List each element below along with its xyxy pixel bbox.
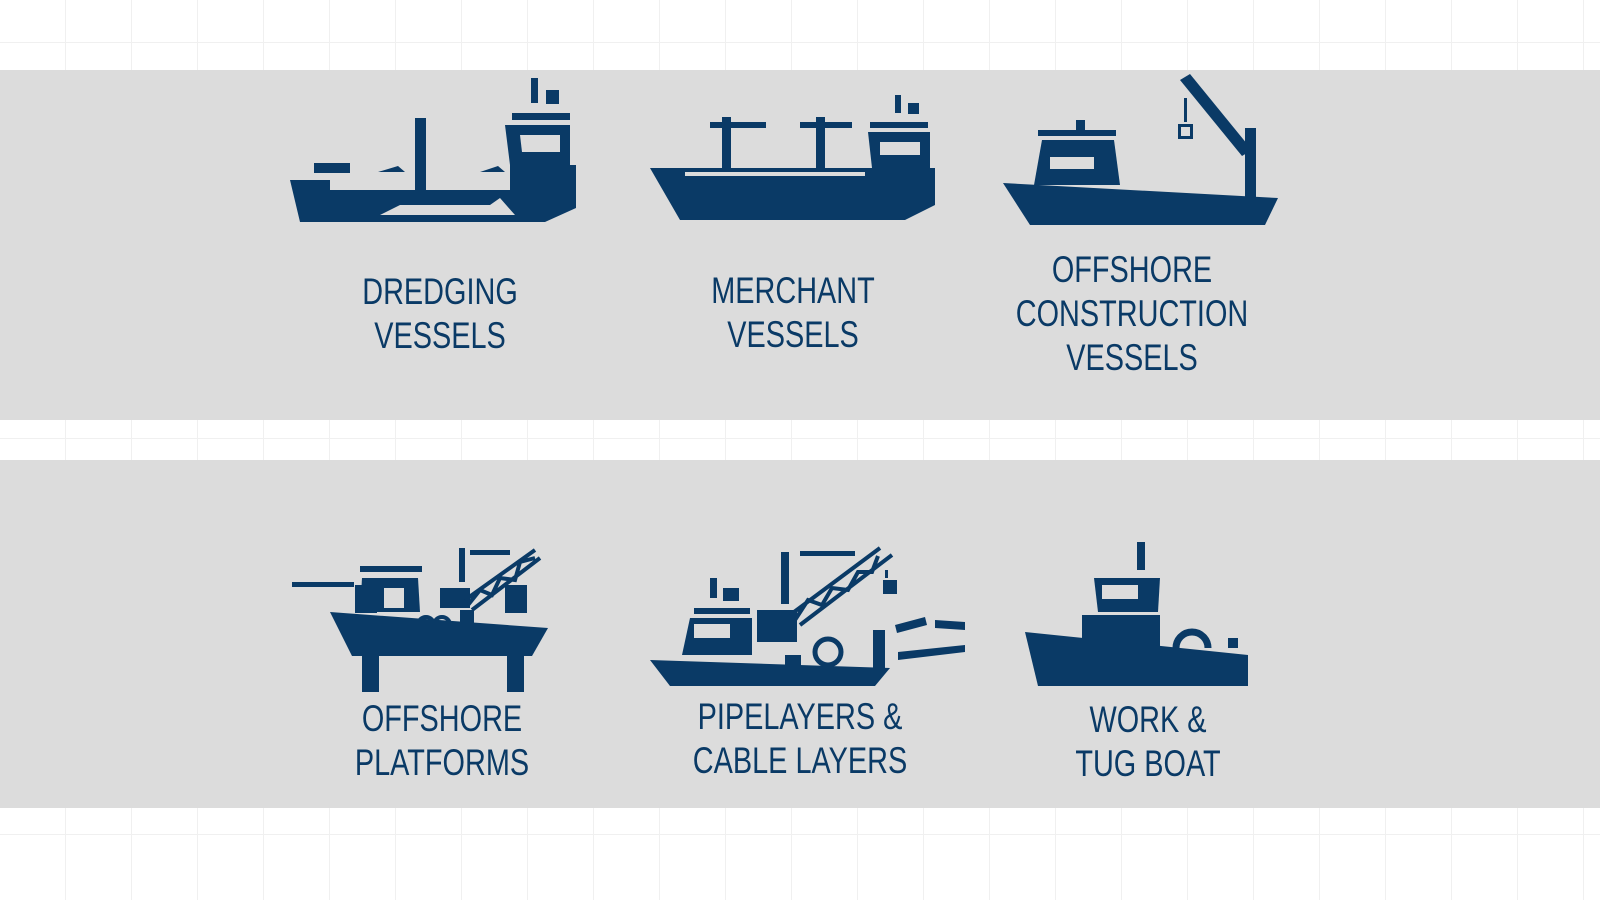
label-line: PIPELAYERS & (697, 696, 903, 737)
merchant-vessel-icon (650, 95, 935, 220)
crane-lattices (416, 546, 1212, 668)
top-band (0, 70, 1600, 420)
label-line: VESSELS (727, 314, 859, 355)
label-line: TUG BOAT (1075, 743, 1221, 784)
label-line: MERCHANT (711, 270, 875, 311)
label-line: PLATFORMS (354, 742, 530, 783)
label-line: OFFSHORE (1051, 249, 1213, 290)
bottom-band (0, 460, 1600, 808)
label-line: WORK & (1089, 699, 1207, 740)
offshore-construction-vessel-icon (1003, 74, 1278, 225)
label-work-tug-boat: WORK &TUG BOAT (1008, 698, 1289, 786)
offshore-platform-icon (292, 548, 548, 692)
label-pipelayers-cable-layers: PIPELAYERS &CABLE LAYERS (660, 695, 941, 783)
label-line: CONSTRUCTION (1015, 293, 1249, 334)
label-line: OFFSHORE (361, 698, 523, 739)
icon-cutouts (330, 127, 1190, 663)
label-line: VESSELS (374, 315, 506, 356)
label-line: VESSELS (1066, 337, 1198, 378)
label-line: CABLE LAYERS (692, 740, 908, 781)
tug-boat-icon (1025, 542, 1248, 686)
label-line: DREDGING (362, 271, 518, 312)
